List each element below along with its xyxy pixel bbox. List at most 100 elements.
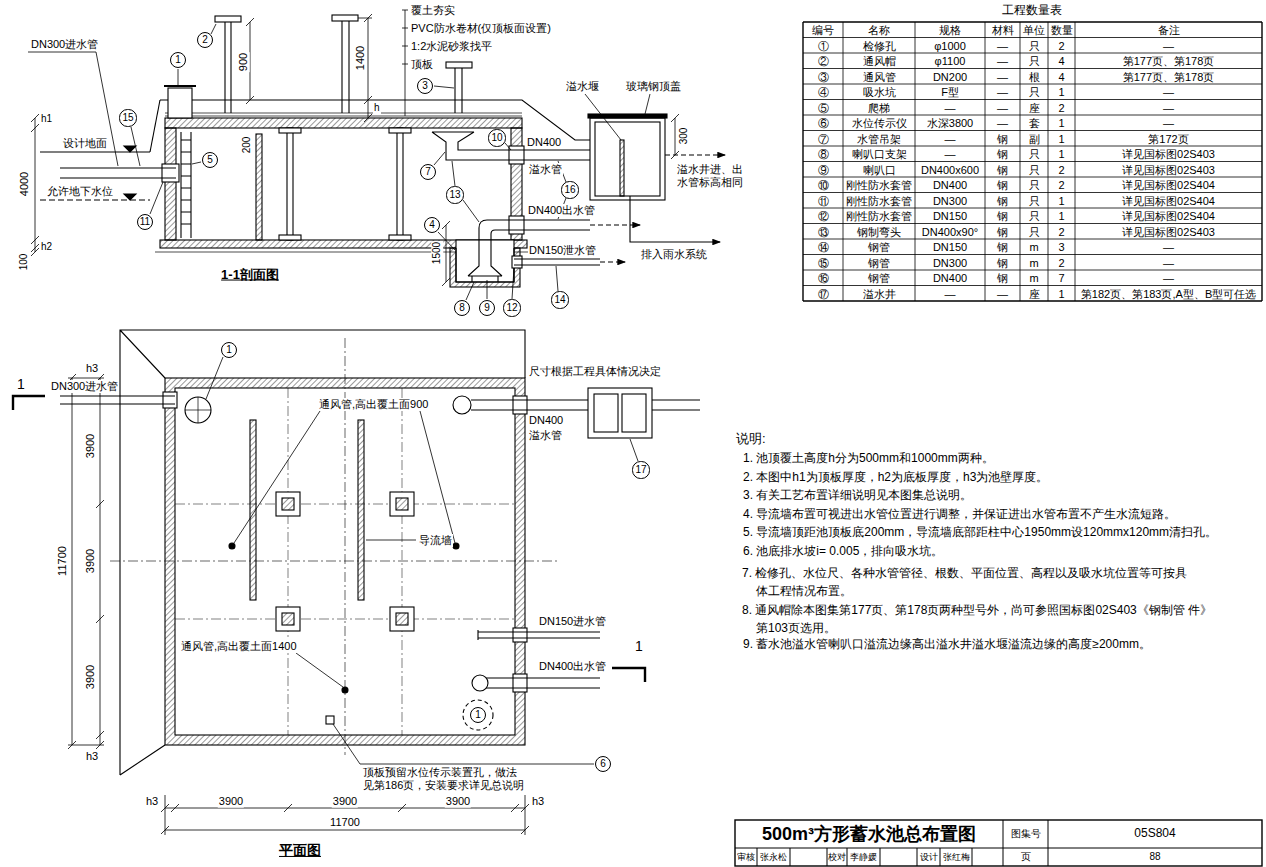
leader-line [333,724,594,764]
table-cell: ⑮ [817,256,830,269]
plan-view [13,330,700,835]
table-cell: 2 [1057,256,1065,269]
callout-number: 15 [119,109,136,126]
drawing-label: 900 [237,52,250,72]
table-cell: 钢 [996,256,1009,269]
title-block-text: 李静媛 [849,852,878,862]
note-text: 3. 有关工艺布置详细说明见本图集总说明。 [742,489,973,503]
drawing-label: DN150进水管 [538,615,607,628]
drawing-label: h1 [40,113,53,125]
table-header: 备注 [1157,24,1181,37]
line-art [803,84,1262,85]
drawing-label: 200 [241,136,253,155]
column-flange [279,128,301,133]
table-cell: ⑨ [817,163,830,176]
drawing-label: DN400 [528,414,564,427]
drawing-label: PVC防水卷材(仅顶板面设置) [410,22,552,35]
manhole [463,700,493,730]
callout-leader [131,24,566,300]
drawing-label: h [373,102,381,114]
column-flange [389,235,411,240]
table-cell: ③ [817,70,830,83]
drawing-label: 通风管,高出覆土面900 [318,398,429,411]
table-cell: F型 [940,86,960,99]
callout-text: 7 [425,167,431,177]
ground-line [40,151,150,152]
table-cell: — [1162,117,1175,130]
table-cell: 2 [1057,101,1065,114]
column [287,128,293,240]
overflow-weir [620,140,624,196]
callout-leader [630,439,638,461]
table-cell: ④ [817,86,830,99]
line-art [843,22,844,301]
table-cell: φ1100 [934,55,967,68]
bell-mouth [453,396,471,414]
line-art [1048,22,1049,301]
drain-line [630,196,720,242]
drawing-label: 300 [678,127,690,146]
table-cell: 详见国标图02S404 [1121,179,1216,192]
title-block-text: 05S804 [1133,827,1176,841]
note-text: 5. 导流墙顶距池顶板底200mm，导流墙底部距柱中心1950mm设120mmx… [742,526,1218,540]
table-cell: 只 [1028,39,1041,52]
line-art [803,254,1262,255]
callout-text: 1 [226,345,232,355]
level-marker [124,146,136,152]
column-flange [279,235,301,240]
callout-number: 4 [424,217,440,233]
column-flange [389,128,411,133]
note-text: 2. 本图中h1为顶板厚度，h2为底板厚度，h3为池壁厚度。 [742,471,1049,485]
callout-text: 4 [429,220,435,230]
table-header: 数量 [1050,24,1074,37]
table-cell: 水位传示仪 [851,117,908,130]
callout-number: 9 [479,300,495,316]
table-cell: 钢 [996,132,1009,145]
table-cell: φ1000 [933,39,967,52]
overflow-well [595,122,660,196]
section-mark-label: 1 [634,638,644,654]
section-mark [612,668,645,682]
table-cell: 只 [1028,179,1041,192]
table-cell: DN300 [932,256,968,269]
table-cell: m [1028,241,1039,254]
vent-point [229,543,235,549]
drawing-label: 尺寸根据工程具体情况决定 [528,365,662,378]
table-cell: — [944,287,957,300]
column [282,498,294,510]
vent-pipe [225,22,231,113]
table-cell: 只 [1028,148,1041,161]
table-cell: 3 [1057,241,1065,254]
line-art [803,300,1262,301]
table-cell: — [996,70,1009,83]
table-cell: 第172页 [1147,132,1189,145]
drawing-label: 100 [18,253,30,272]
excavation-outline [120,330,525,775]
line-art [803,53,1262,54]
table-cell: — [996,86,1009,99]
line-art [803,115,1262,116]
title-block-text: 页 [1020,851,1032,863]
column [276,607,300,631]
table-cell: 钢 [996,148,1009,161]
view-title: 1-1剖面图 [220,268,280,283]
dimension-text: 3900 [84,433,97,459]
callout-number: 13 [446,186,463,203]
line-art [803,37,1262,38]
leader-line [585,94,650,140]
table-cell: ⑬ [817,225,830,238]
table-header: 材料 [991,24,1015,37]
table-cell: ⑰ [817,287,830,300]
callout-text: 5 [207,155,213,165]
line-art [802,22,803,301]
inlet-pipe [478,630,600,640]
dimension-line [31,114,39,256]
manhole [185,397,211,423]
bell-support [472,276,498,282]
table-header: 规格 [938,24,962,37]
callout-leader [206,357,223,399]
line-art [803,21,1262,22]
dimension-text: 11700 [329,816,361,829]
dimension-text: h3 [85,750,99,763]
